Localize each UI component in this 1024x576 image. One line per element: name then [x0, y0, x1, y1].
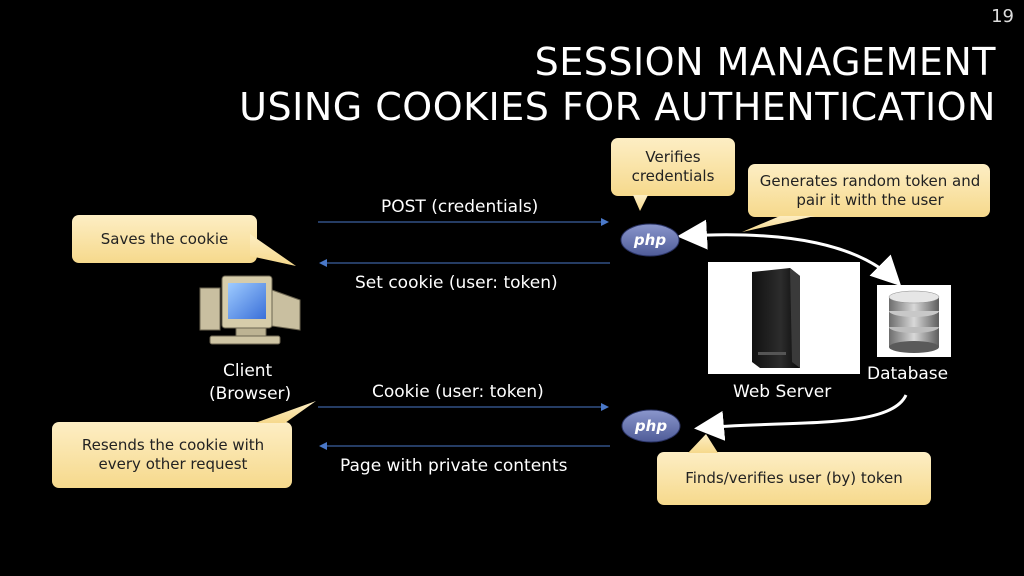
arrow-page-label: Page with private contents	[340, 456, 568, 476]
web-server-label: Web Server	[733, 382, 832, 402]
arrow-set-cookie-label: Set cookie (user: token)	[355, 273, 558, 293]
callout-saves-text: Saves the cookie	[100, 229, 229, 248]
svg-text:php: php	[633, 231, 666, 249]
client-computer-icon	[199, 275, 301, 345]
arrow-php-database-top	[677, 219, 902, 287]
svg-text:php: php	[634, 417, 667, 435]
database-icon	[877, 285, 951, 357]
php-logo-top-icon: php	[620, 223, 680, 257]
callout-finds	[657, 434, 931, 505]
callout-verifies-text: Verifies credentials	[631, 148, 715, 185]
callout-verifies	[611, 138, 735, 211]
client-label-line2: (Browser)	[209, 384, 292, 404]
client-label-line1: Client	[223, 361, 273, 381]
slide-title-line1: SESSION MANAGEMENT	[534, 40, 996, 84]
arrow-cookie-label: Cookie (user: token)	[372, 382, 544, 402]
callout-saves	[72, 215, 296, 266]
callout-finds-text: Finds/verifies user (by) token	[685, 469, 903, 487]
slide-title-line2: USING COOKIES FOR AUTHENTICATION	[239, 85, 996, 129]
database-label: Database	[867, 364, 949, 384]
arrow-post-label: POST (credentials)	[381, 197, 539, 217]
slide-number: 19	[991, 6, 1014, 27]
callout-generates-text: Generates random token and pair it with …	[759, 171, 981, 209]
callout-resends-text: Resends the cookie with every other requ…	[81, 436, 265, 473]
web-server-icon	[708, 262, 860, 374]
arrow-database-php-bottom	[694, 394, 908, 441]
callout-resends	[52, 401, 316, 488]
php-logo-bottom-icon: php	[621, 409, 681, 443]
